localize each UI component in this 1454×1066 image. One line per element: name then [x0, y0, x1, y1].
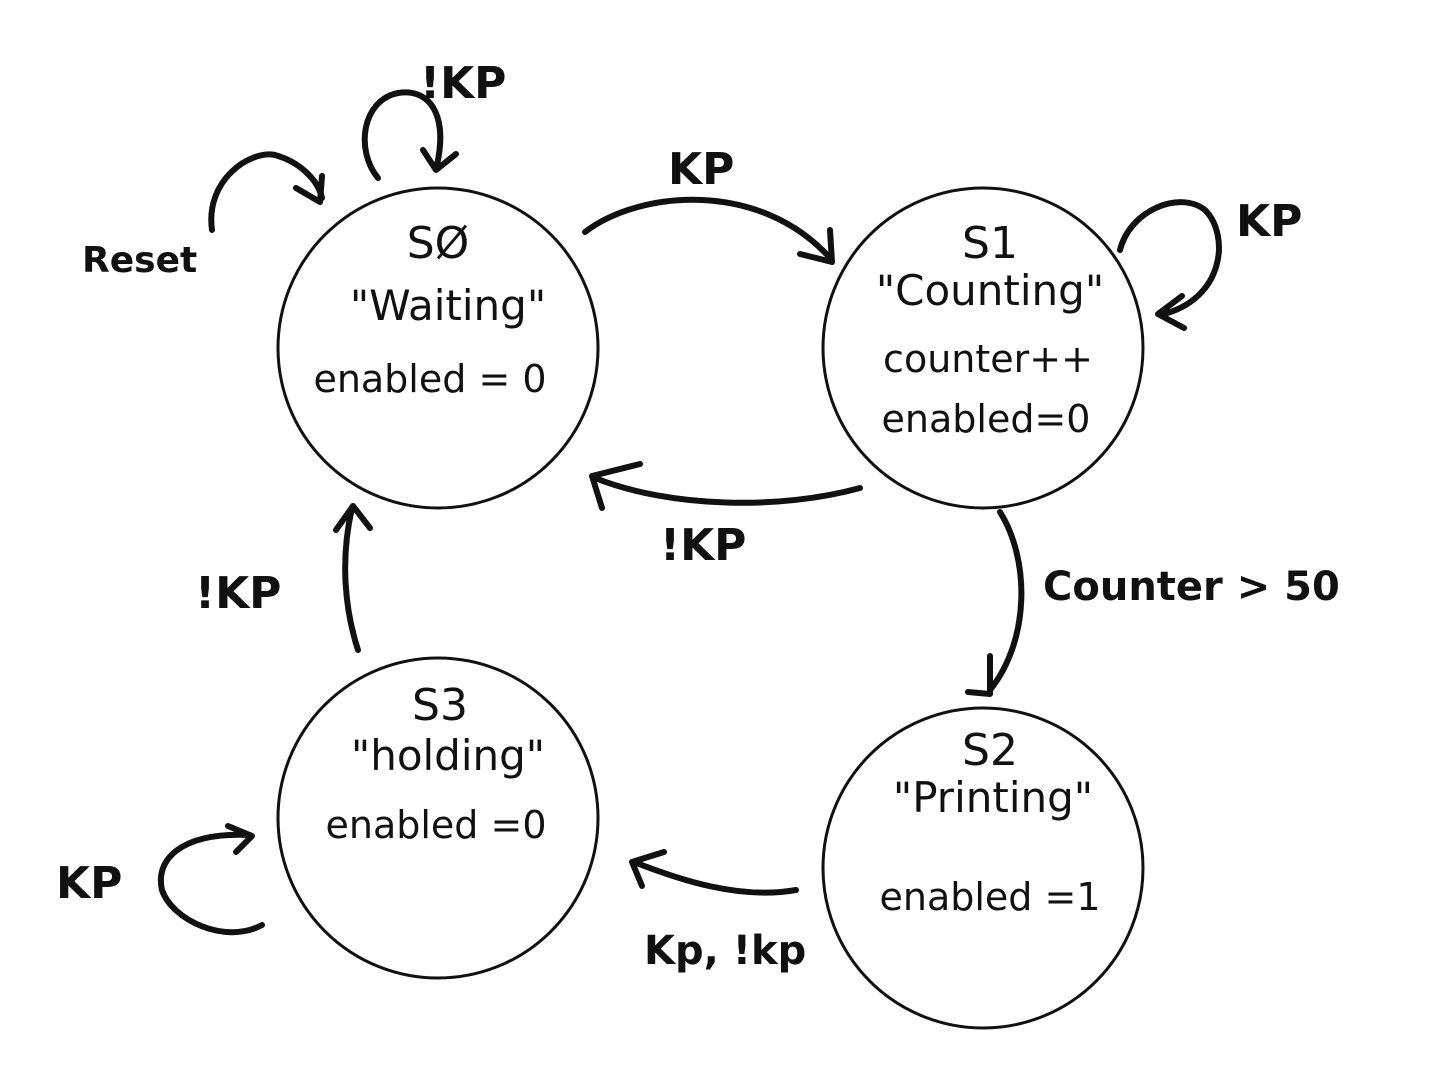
edge-s1-to-s2-arrowhead	[965, 653, 993, 697]
state-s2-circle	[821, 706, 1145, 1030]
state-s3-circle	[276, 656, 600, 980]
edge-s1-self-label: KP	[1236, 196, 1302, 247]
edge-s2-to-s3	[631, 859, 799, 896]
state-s1-id: S1	[962, 218, 1018, 269]
edge-s2-to-s3-arrowhead	[629, 849, 667, 889]
state-s1-detail-2: enabled=0	[882, 397, 1091, 441]
edge-s1-to-s0-arrowhead	[589, 461, 643, 511]
edge-s3-to-s0	[342, 505, 361, 653]
edge-s1-to-s0-label: !KP	[660, 520, 746, 571]
state-s1-detail-1: counter++	[883, 337, 1093, 381]
state-s2-name: "Printing"	[893, 773, 1093, 822]
edge-s3-self-label: KP	[56, 858, 122, 909]
edge-s3-self-arrowhead	[225, 823, 255, 855]
edge-s0-self-arrowhead	[420, 147, 459, 173]
edge-reset-label: Reset	[82, 240, 197, 281]
state-s1-name: "Counting"	[876, 266, 1104, 315]
edge-reset-arrowhead	[293, 173, 325, 205]
edge-s0-to-s1	[582, 196, 833, 261]
edge-s3-self-loop	[157, 831, 265, 936]
edge-s3-to-s0-label: !KP	[195, 568, 281, 619]
state-s3-detail: enabled =0	[325, 803, 546, 847]
state-s0-name: "Waiting"	[350, 281, 546, 330]
state-s2-id: S2	[962, 725, 1018, 776]
edge-s2-to-s3-label: Kp, !kp	[644, 928, 806, 974]
edge-s1-to-s2	[987, 509, 1025, 693]
edge-s0-to-s1-arrowhead	[797, 227, 835, 265]
edge-s0-to-s1-label: KP	[668, 144, 734, 195]
state-s1-circle	[821, 186, 1145, 510]
edge-s0-self-label: !KP	[420, 58, 506, 109]
edge-reset-arrow	[208, 151, 325, 233]
state-s0-circle	[276, 186, 600, 510]
state-s3-name: "holding"	[351, 731, 545, 780]
edge-s1-to-s2-label: Counter > 50	[1043, 564, 1340, 610]
edge-s1-self-loop	[1117, 199, 1222, 318]
state-s3-id: S3	[412, 680, 468, 731]
edge-s3-to-s0-arrowhead	[333, 503, 373, 533]
state-s2-detail: enabled =1	[879, 875, 1100, 919]
state-s0-id: SØ	[407, 218, 470, 269]
edge-s0-self-loop	[361, 89, 444, 181]
state-s0-detail: enabled = 0	[313, 357, 546, 401]
edge-s1-to-s0	[592, 475, 863, 506]
edge-s1-self-arrowhead	[1155, 293, 1187, 331]
